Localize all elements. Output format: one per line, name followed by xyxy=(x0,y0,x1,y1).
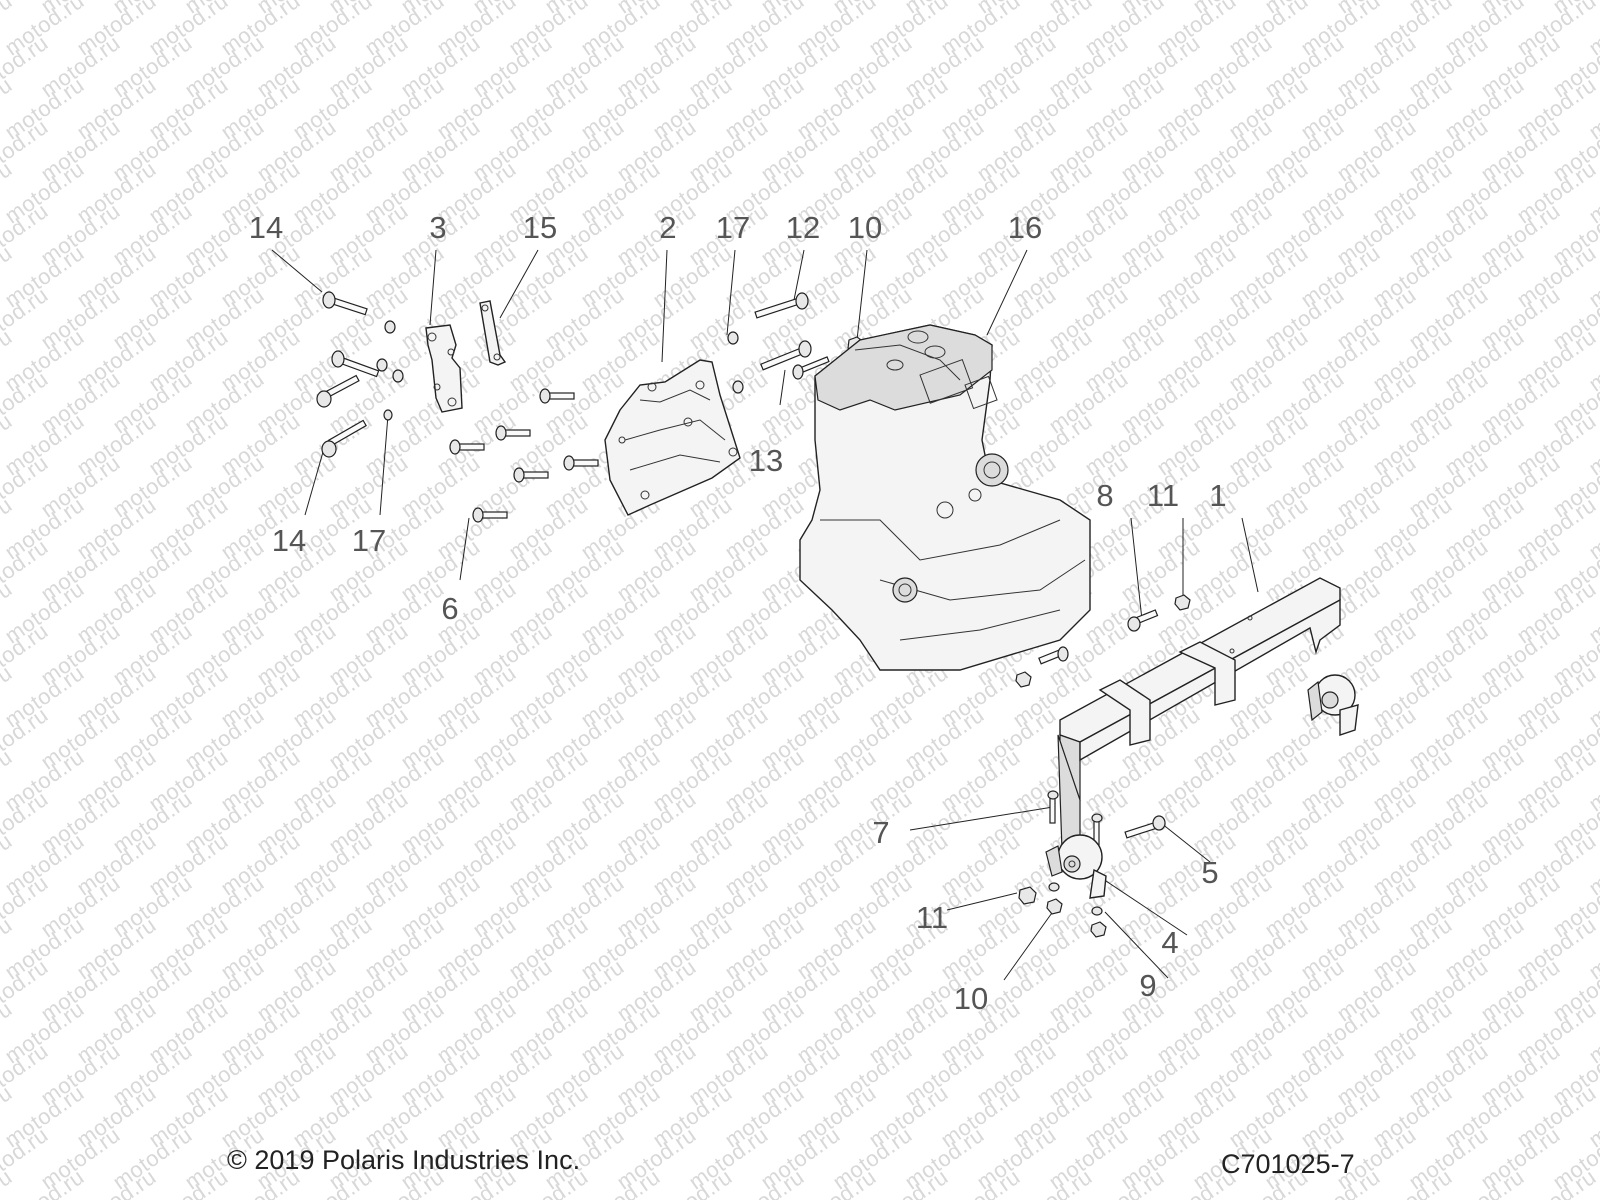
bolt-7 xyxy=(1047,790,1059,824)
bolt-14-upper xyxy=(322,291,368,316)
leader-lines xyxy=(271,249,1259,981)
callout-16: 16 xyxy=(1007,210,1043,245)
callout-11: 11 xyxy=(1146,478,1180,513)
callout-17: 17 xyxy=(715,210,751,245)
washer-9 xyxy=(1091,906,1103,916)
callout-14: 14 xyxy=(248,210,284,245)
callout-10-lower: 10 xyxy=(953,981,989,1016)
crossmember-1 xyxy=(1057,577,1341,851)
engine-16 xyxy=(799,324,1091,671)
bolts-6 xyxy=(449,388,599,523)
bolt-12-second xyxy=(760,340,812,371)
bolt-14-middle xyxy=(331,350,380,378)
nut-11-upper xyxy=(1174,594,1191,611)
callout-12: 12 xyxy=(785,210,821,245)
bolt-14-third xyxy=(316,374,360,408)
callout-4: 4 xyxy=(1161,925,1179,960)
bolt-12 xyxy=(754,292,809,319)
callout-15: 15 xyxy=(522,210,558,245)
mount-block-3 xyxy=(425,324,463,413)
mount-isolator-right xyxy=(1307,674,1359,736)
washers-17-right xyxy=(727,331,744,394)
callout-9: 9 xyxy=(1139,968,1157,1003)
copyright-notice: © 2019 Polaris Industries Inc. xyxy=(227,1145,581,1175)
washer-10-lower xyxy=(1048,882,1060,892)
link-plate-15 xyxy=(479,300,507,366)
bolt-8 xyxy=(1127,609,1159,632)
callout-10: 10 xyxy=(847,210,883,245)
callout-3: 3 xyxy=(429,210,447,245)
callout-5: 5 xyxy=(1201,855,1219,890)
callout-13: 13 xyxy=(748,443,784,478)
callout-6: 6 xyxy=(441,591,459,626)
washers-17 xyxy=(376,320,404,421)
bolt-14-lower xyxy=(321,419,367,458)
bolt-5 xyxy=(1124,815,1166,839)
nut-10-lower xyxy=(1046,898,1063,915)
nut-9 xyxy=(1090,921,1107,938)
engine-mount-bracket-2 xyxy=(604,359,741,516)
callout-8: 8 xyxy=(1096,478,1114,513)
nut-11-lower xyxy=(1018,886,1037,905)
callout-1: 1 xyxy=(1209,478,1227,513)
bolt-13 xyxy=(792,356,830,380)
nut-lower-left xyxy=(1015,671,1032,688)
drawing-number: C701025-7 xyxy=(1221,1149,1355,1179)
bolt-lower-left xyxy=(1038,646,1069,665)
callout-2: 2 xyxy=(659,210,677,245)
callout-7: 7 xyxy=(872,815,890,850)
callout-17-lower: 17 xyxy=(351,523,387,558)
callout-14-lower: 14 xyxy=(271,523,307,558)
mount-isolator-4 xyxy=(1045,834,1107,899)
callout-11-lower: 11 xyxy=(915,900,949,935)
